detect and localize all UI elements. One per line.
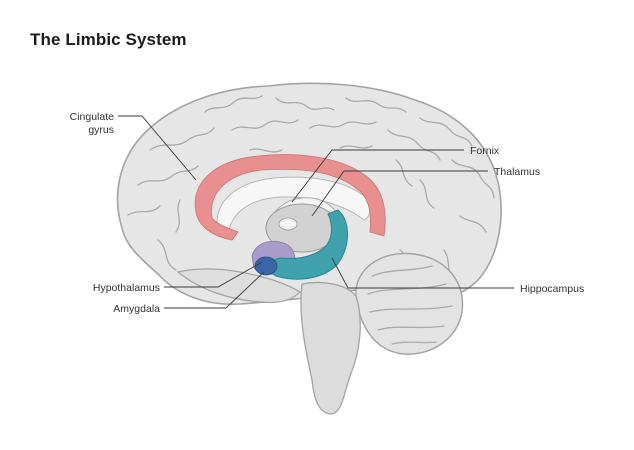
thalamus-inner	[278, 217, 298, 231]
leader-hippocampus	[331, 257, 514, 289]
amygdala	[254, 256, 278, 276]
label-fornix: Fornix	[470, 145, 500, 157]
brainstem	[300, 281, 361, 415]
leader-hypothalamus	[164, 261, 263, 288]
page-title: The Limbic System	[30, 30, 187, 49]
label-hypothalamus: Hypothalamus	[93, 282, 160, 294]
leader-fornix	[291, 149, 464, 203]
label-amygdala: Amygdala	[113, 303, 160, 315]
cerebellum	[355, 252, 464, 355]
label-hippocampus: Hippocampus	[520, 283, 584, 295]
cingulate-gyrus	[194, 154, 386, 241]
leader-amygdala	[164, 271, 265, 309]
cerebellum-folds	[367, 265, 453, 345]
label-cingulate-gyrus-2: gyrus	[88, 124, 114, 136]
leader-thalamus	[311, 170, 488, 217]
temporal-lobe	[176, 268, 301, 304]
leader-cingulate-gyrus	[118, 115, 197, 181]
label-cingulate-gyrus-1: Cingulate	[70, 111, 115, 123]
label-thalamus: Thalamus	[494, 166, 540, 178]
